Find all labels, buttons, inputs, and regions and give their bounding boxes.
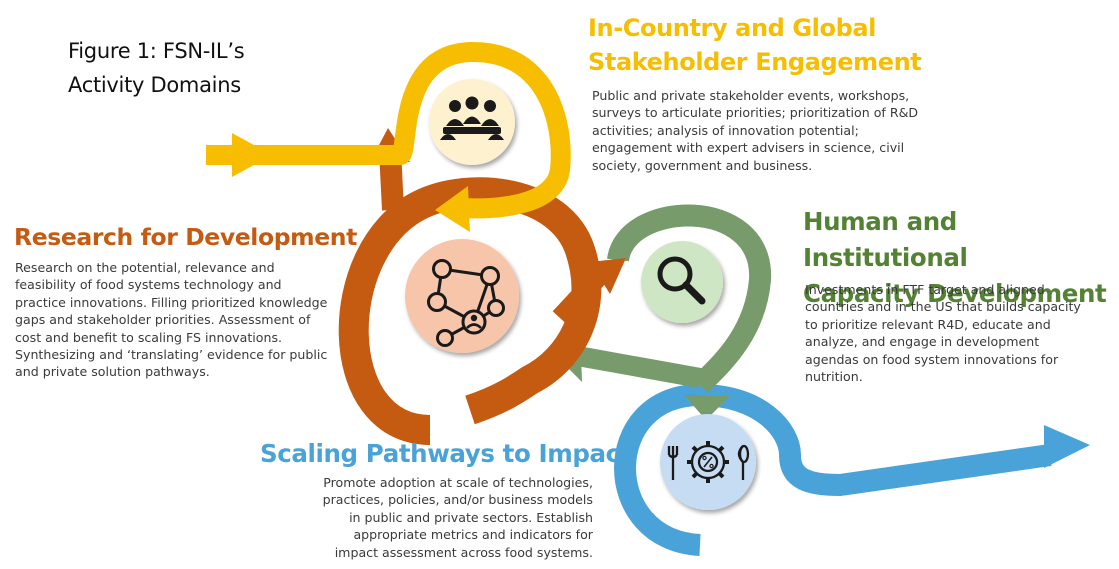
scaling-heading-line-1: Scaling Pathways to Impact xyxy=(260,439,632,468)
stakeholder-heading-line-2: Stakeholder Engagement xyxy=(588,48,922,76)
meeting-group-icon xyxy=(440,96,504,140)
research-description-line: Synthesizing and ‘translating’ evidence … xyxy=(15,347,328,363)
network-people-icon xyxy=(427,259,505,347)
human-description-line: to prioritize relevant R4D, educate and xyxy=(805,316,1051,332)
human-heading-line-1: Human and Institutional xyxy=(803,207,968,272)
magnifier-icon xyxy=(657,256,706,305)
research-description-line: gaps and stakeholder priorities. Assessm… xyxy=(15,312,311,328)
stakeholder-description-line: activities; analysis of innovation poten… xyxy=(592,122,859,138)
research-description-line: and private solution pathways. xyxy=(15,364,210,380)
stakeholder-description: Public and private stakeholder events, w… xyxy=(592,87,918,174)
human-description-line: countries and in the US that builds capa… xyxy=(805,299,1081,315)
scaling-icon-circle xyxy=(660,414,756,510)
research-description-line: Research on the potential, relevance and xyxy=(15,260,275,275)
stakeholder-description-line: society, government and business. xyxy=(592,157,813,173)
human-heading: Human and Institutional Capacity Develop… xyxy=(803,204,1119,312)
scaling-heading: Scaling Pathways to Impact xyxy=(260,438,632,470)
figure-title-line-2: Activity Domains xyxy=(68,73,241,97)
human-description-line: Investments in FTF target and aligned xyxy=(805,282,1045,297)
human-description-line: agendas on food system innovations for xyxy=(805,351,1059,367)
stakeholder-heading: In-Country and Global Stakeholder Engage… xyxy=(588,11,922,79)
research-heading: Research for Development xyxy=(14,221,357,253)
research-description-line: feasibility of food systems technology a… xyxy=(15,277,282,293)
stakeholder-description-line: Public and private stakeholder events, w… xyxy=(592,88,910,103)
scaling-description-line: impact assessment across food systems. xyxy=(334,544,593,560)
scaling-description: Promote adoption at scale of technologie… xyxy=(323,474,593,561)
research-description: Research on the potential, relevance and… xyxy=(15,259,327,381)
stakeholder-heading-line-1: In-Country and Global xyxy=(588,14,876,42)
scaling-description-line: practices, policies, and/or business mod… xyxy=(322,492,593,508)
research-description-line: cost and benefit to scaling FS innovatio… xyxy=(15,329,283,345)
figure-title: Figure 1: FSN-IL’s Activity Domains xyxy=(68,34,245,102)
stakeholder-icon-circle xyxy=(429,79,515,165)
research-icon-circle xyxy=(405,239,519,353)
human-description-line: analyze, and engage in development xyxy=(805,334,1040,350)
human-icon-circle xyxy=(641,241,723,323)
research-heading-line-1: Research for Development xyxy=(14,223,357,251)
scaling-description-line: Promote adoption at scale of technologie… xyxy=(323,475,593,490)
scaling-description-line: appropriate metrics and indicators for xyxy=(353,527,593,543)
stakeholder-description-line: surveys to articulate priorities; priori… xyxy=(592,105,919,121)
scaling-description-line: in public and private sectors. Establish xyxy=(349,509,593,525)
research-description-line: practice innovations. Filling prioritize… xyxy=(15,294,328,310)
stakeholder-pathway-arrow xyxy=(206,41,571,232)
stakeholder-description-line: engagement with expert advisers in scien… xyxy=(592,140,905,156)
human-description: Investments in FTF target and aligned co… xyxy=(805,281,1081,385)
figure-title-line-1: Figure 1: FSN-IL’s xyxy=(68,39,245,63)
food-gear-percent-icon xyxy=(667,441,750,483)
human-heading-line-2: Capacity Development xyxy=(803,279,1107,308)
human-description-line: nutrition. xyxy=(805,369,863,385)
